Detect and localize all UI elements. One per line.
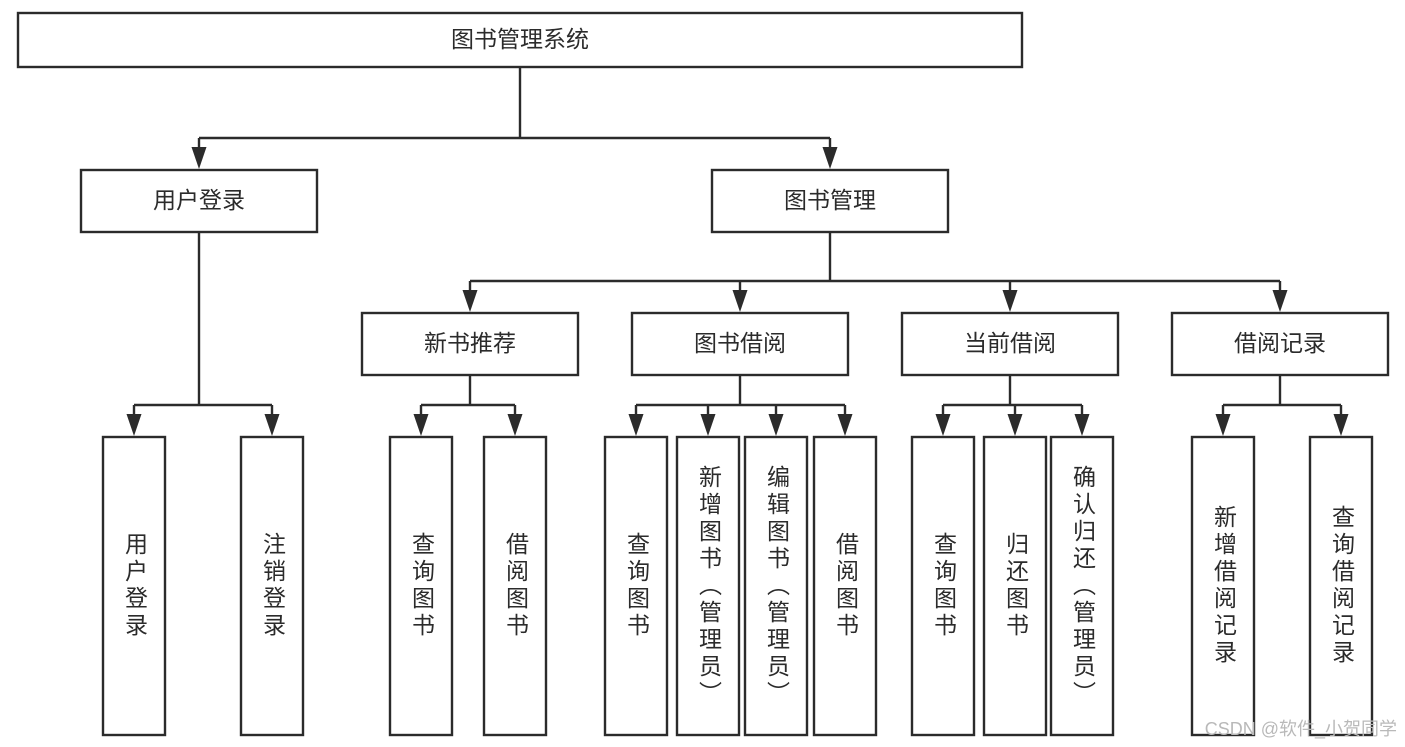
node-label-new-book-rec: 新书推荐 xyxy=(424,330,516,356)
node-label-wrap-leaf-add-record: 新增借阅记录 xyxy=(1210,505,1237,667)
node-label-book-manage: 图书管理 xyxy=(784,187,876,213)
node-box-leaf-query-book-3[interactable] xyxy=(910,435,976,737)
node-label-wrap-leaf-query-book-1: 查询图书 xyxy=(408,532,435,640)
node-box-book-manage[interactable] xyxy=(710,168,950,234)
node-user-login[interactable]: 用户登录 xyxy=(79,168,319,234)
node-root[interactable]: 图书管理系统 xyxy=(16,11,1024,69)
node-label-wrap-leaf-query-book-2: 查询图书 xyxy=(623,532,650,640)
node-box-leaf-query-record[interactable] xyxy=(1308,435,1374,737)
node-leaf-return-book[interactable]: 归还图书 xyxy=(982,435,1048,737)
node-leaf-query-book-2[interactable]: 查询图书 xyxy=(603,435,669,737)
node-label-wrap-leaf-user-login: 用户登录 xyxy=(121,532,148,640)
node-box-leaf-add-record[interactable] xyxy=(1190,435,1256,737)
node-book-manage[interactable]: 图书管理 xyxy=(710,168,950,234)
node-leaf-borrow-book-1[interactable]: 借阅图书 xyxy=(482,435,548,737)
node-box-leaf-borrow-book-2[interactable] xyxy=(812,435,878,737)
node-leaf-query-book-1[interactable]: 查询图书 xyxy=(388,435,454,737)
node-box-leaf-confirm-return[interactable] xyxy=(1049,435,1115,737)
node-box-leaf-query-book-2[interactable] xyxy=(603,435,669,737)
node-label-wrap-leaf-edit-book: 编辑图书（管理员） xyxy=(763,464,790,708)
node-label-wrap-leaf-borrow-book-2: 借阅图书 xyxy=(832,532,859,640)
node-leaf-confirm-return[interactable]: 确认归还（管理员） xyxy=(1049,435,1115,737)
watermark-label: CSDN @软件_小贺同学 xyxy=(1204,719,1397,739)
node-box-borrow-record[interactable] xyxy=(1170,311,1390,377)
node-label-leaf-add-book: 新增图书（管理员） xyxy=(695,464,722,708)
node-label-wrap-leaf-add-book: 新增图书（管理员） xyxy=(695,464,722,708)
node-box-current-borrow[interactable] xyxy=(900,311,1120,377)
node-box-leaf-user-login[interactable] xyxy=(101,435,167,737)
node-label-leaf-query-book-3: 查询图书 xyxy=(930,532,957,640)
node-box-book-borrow[interactable] xyxy=(630,311,850,377)
node-label-wrap-leaf-borrow-book-1: 借阅图书 xyxy=(502,532,529,640)
node-leaf-query-book-3[interactable]: 查询图书 xyxy=(910,435,976,737)
node-label-leaf-borrow-book-2: 借阅图书 xyxy=(832,532,859,640)
node-label-leaf-query-record: 查询借阅记录 xyxy=(1328,505,1355,667)
node-label-wrap-leaf-query-record: 查询借阅记录 xyxy=(1328,505,1355,667)
node-label-book-borrow: 图书借阅 xyxy=(694,330,786,356)
node-label-wrap-leaf-query-book-3: 查询图书 xyxy=(930,532,957,640)
node-box-leaf-logout[interactable] xyxy=(239,435,305,737)
node-box-leaf-return-book[interactable] xyxy=(982,435,1048,737)
node-box-root[interactable] xyxy=(16,11,1024,69)
node-leaf-add-record[interactable]: 新增借阅记录 xyxy=(1190,435,1256,737)
node-label-leaf-query-book-2: 查询图书 xyxy=(623,532,650,640)
node-label-wrap-leaf-logout: 注销登录 xyxy=(259,532,286,640)
node-label-leaf-edit-book: 编辑图书（管理员） xyxy=(763,464,790,708)
node-label-wrap-leaf-confirm-return: 确认归还（管理员） xyxy=(1069,464,1096,708)
node-borrow-record[interactable]: 借阅记录 xyxy=(1170,311,1390,377)
node-label-leaf-query-book-1: 查询图书 xyxy=(408,532,435,640)
node-box-leaf-add-book[interactable] xyxy=(675,435,741,737)
node-leaf-user-login[interactable]: 用户登录 xyxy=(101,435,167,737)
node-leaf-add-book[interactable]: 新增图书（管理员） xyxy=(675,435,741,737)
node-label-leaf-return-book: 归还图书 xyxy=(1002,532,1029,640)
node-box-leaf-borrow-book-1[interactable] xyxy=(482,435,548,737)
node-layer: 图书管理系统用户登录图书管理新书推荐图书借阅当前借阅借阅记录用户登录注销登录查询… xyxy=(16,11,1390,737)
node-label-leaf-borrow-book-1: 借阅图书 xyxy=(502,532,529,640)
node-leaf-logout[interactable]: 注销登录 xyxy=(239,435,305,737)
node-leaf-edit-book[interactable]: 编辑图书（管理员） xyxy=(743,435,809,737)
node-new-book-rec[interactable]: 新书推荐 xyxy=(360,311,580,377)
node-box-user-login[interactable] xyxy=(79,168,319,234)
node-label-leaf-confirm-return: 确认归还（管理员） xyxy=(1069,464,1096,708)
node-label-wrap-leaf-return-book: 归还图书 xyxy=(1002,532,1029,640)
node-current-borrow[interactable]: 当前借阅 xyxy=(900,311,1120,377)
node-label-current-borrow: 当前借阅 xyxy=(964,330,1056,356)
node-label-borrow-record: 借阅记录 xyxy=(1234,330,1326,356)
node-label-leaf-logout: 注销登录 xyxy=(259,532,286,640)
node-book-borrow[interactable]: 图书借阅 xyxy=(630,311,850,377)
node-box-new-book-rec[interactable] xyxy=(360,311,580,377)
node-leaf-borrow-book-2[interactable]: 借阅图书 xyxy=(812,435,878,737)
node-box-leaf-query-book-1[interactable] xyxy=(388,435,454,737)
connector-layer xyxy=(126,67,1349,436)
node-leaf-query-record[interactable]: 查询借阅记录 xyxy=(1308,435,1374,737)
node-label-leaf-user-login: 用户登录 xyxy=(121,532,148,640)
node-box-leaf-edit-book[interactable] xyxy=(743,435,809,737)
node-label-user-login: 用户登录 xyxy=(153,187,245,213)
node-label-leaf-add-record: 新增借阅记录 xyxy=(1210,505,1237,667)
node-label-root: 图书管理系统 xyxy=(451,26,589,52)
